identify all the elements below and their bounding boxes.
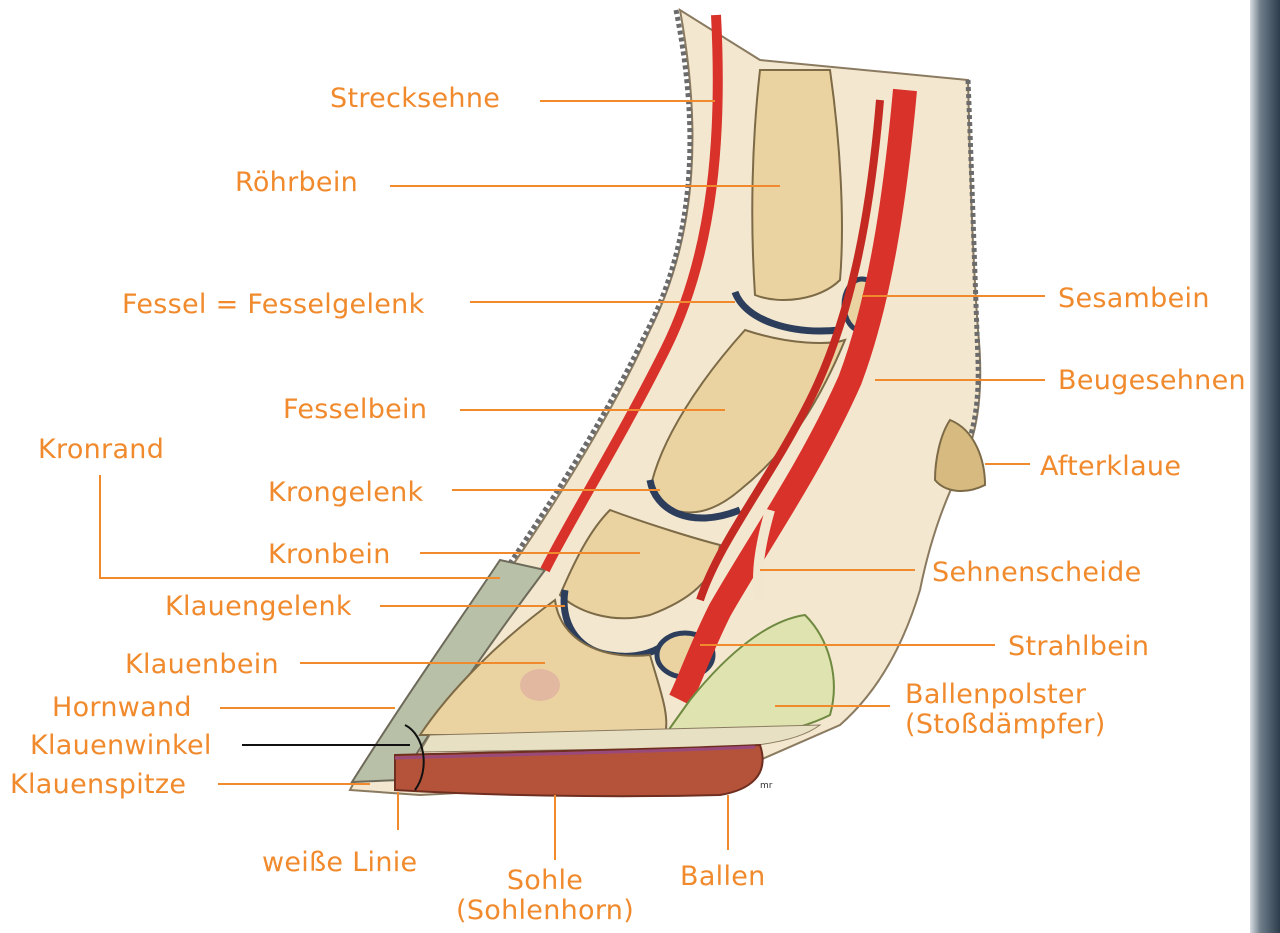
label-strahlbein: Strahlbein — [1008, 632, 1149, 662]
artist-signature: mr — [760, 781, 773, 791]
label-sesambein: Sesambein — [1058, 284, 1210, 314]
label-krongelenk: Krongelenk — [268, 478, 423, 508]
label-sehnenscheide: Sehnenscheide — [932, 558, 1142, 588]
label-strecksehne: Strecksehne — [330, 84, 500, 114]
label-hornwand: Hornwand — [52, 693, 192, 723]
label-ballenpolster-line2: (Stoßdämpfer) — [905, 710, 1106, 740]
label-roehrbein: Röhrbein — [235, 168, 358, 198]
label-ballenpolster-line1: Ballenpolster — [905, 680, 1106, 710]
label-kronrand: Kronrand — [38, 435, 164, 465]
label-kronbein: Kronbein — [268, 540, 391, 570]
label-klauenwinkel: Klauenwinkel — [30, 731, 212, 761]
label-fesselbein: Fesselbein — [283, 395, 427, 425]
label-afterklaue: Afterklaue — [1040, 452, 1181, 482]
label-klauenbein: Klauenbein — [125, 650, 279, 680]
label-weisse-linie: weiße Linie — [262, 848, 417, 878]
label-klauengelenk: Klauengelenk — [165, 592, 352, 622]
label-klauenspitze: Klauenspitze — [10, 770, 186, 800]
coffin-bone-spot — [520, 669, 560, 701]
label-fessel: Fessel = Fesselgelenk — [122, 290, 425, 320]
label-ballenpolster: Ballenpolster (Stoßdämpfer) — [905, 680, 1106, 740]
page-edge-strip — [1250, 0, 1280, 933]
label-ballen: Ballen — [680, 862, 766, 892]
label-sohle-line2: (Sohlenhorn) — [456, 896, 634, 926]
label-sohle: Sohle (Sohlenhorn) — [456, 866, 634, 926]
label-sohle-line1: Sohle — [456, 866, 634, 896]
label-beugesehnen: Beugesehnen — [1058, 366, 1246, 396]
